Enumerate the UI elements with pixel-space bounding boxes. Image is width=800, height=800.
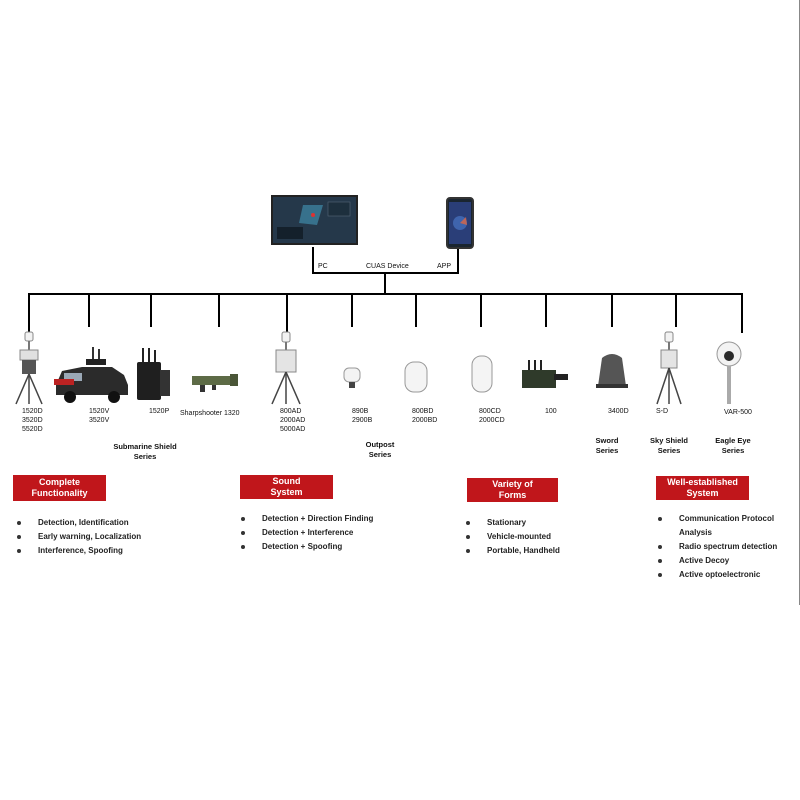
feature-item: Portable, Handheld <box>463 544 560 558</box>
handheld-jammer-device-icon <box>522 360 568 388</box>
tripod-antenna-device-icon <box>271 331 301 405</box>
feature-item: Active optoelectronic <box>655 568 777 582</box>
tripod-mast-device-icon <box>15 331 43 405</box>
pc-screen-icon <box>273 197 356 243</box>
feature-item: Communication Protocol <box>655 512 777 526</box>
feature-title-box: Well-established System <box>656 476 749 500</box>
feature-title-box: Variety of Forms <box>467 478 558 502</box>
portable-case-device-icon <box>137 348 170 400</box>
device-label: 890B 2900B <box>352 408 373 424</box>
dome-device-icon <box>404 361 428 393</box>
cuas-device-label: CUAS Device <box>366 263 409 270</box>
drop-line <box>415 293 417 327</box>
feature-item: Early warning, Localization <box>14 530 141 544</box>
tall-dome-device-icon <box>471 355 493 393</box>
drop-line <box>351 293 353 327</box>
feature-item: Detection + Interference <box>238 526 373 540</box>
device-label: 1520V 3520V <box>89 408 110 424</box>
series-name: Submarine Shield Series <box>113 442 177 461</box>
drop-line <box>675 293 677 327</box>
bus-line <box>28 293 743 295</box>
device-label: S-D <box>656 408 669 415</box>
app-label: APP <box>437 263 452 270</box>
drop-line <box>286 293 288 333</box>
device-label: 800CD 2000CD <box>479 408 505 424</box>
feature-list: Stationary Vehicle-mounted Portable, Han… <box>463 516 560 558</box>
pc-label: PC <box>318 263 328 270</box>
series-name: Outpost Series <box>365 440 395 459</box>
series-name: Eagle Eye Series <box>715 436 751 455</box>
feature-list: Communication Protocol Analysis Radio sp… <box>655 512 777 582</box>
feature-item: Analysis <box>679 528 712 537</box>
feature-item: Detection + Spoofing <box>238 540 373 554</box>
feature-item: Detection + Direction Finding <box>238 512 373 526</box>
small-dome-device-icon <box>343 367 361 388</box>
feature-item: Interference, Spoofing <box>14 544 141 558</box>
drop-line <box>741 293 743 333</box>
feature-item: Radio spectrum detection <box>655 540 777 554</box>
drop-line <box>150 293 152 327</box>
trunk-line <box>384 273 386 294</box>
device-label: VAR-500 <box>724 409 752 416</box>
pc-monitor-image <box>271 195 358 245</box>
device-label: 800BD 2000BD <box>412 408 438 424</box>
device-label: 100 <box>545 408 557 415</box>
feature-list: Detection, Identification Early warning,… <box>14 516 141 558</box>
drop-line <box>218 293 220 327</box>
app-connector-line <box>457 249 459 273</box>
eagle-eye-camera-icon <box>716 341 742 404</box>
sharpshooter-gun-icon <box>192 374 238 392</box>
feature-item: Detection, Identification <box>14 516 141 530</box>
device-label: 1520D 3520D 5520D <box>22 408 43 433</box>
phone-screen-icon <box>449 202 471 244</box>
sword-dome-device-icon <box>596 354 628 388</box>
feature-item: Stationary <box>463 516 560 530</box>
vehicle-mounted-device-icon <box>54 347 128 403</box>
series-name: Sword Series <box>595 436 619 455</box>
drop-line <box>545 293 547 327</box>
drop-line <box>28 293 30 333</box>
feature-item: Vehicle-mounted <box>463 530 560 544</box>
drop-line <box>480 293 482 327</box>
device-label: 800AD 2000AD 5000AD <box>280 408 306 433</box>
drop-line <box>88 293 90 327</box>
drop-line <box>611 293 613 327</box>
feature-title-box: Complete Functionality <box>13 475 106 501</box>
feature-title-box: Sound System <box>240 475 333 499</box>
pc-connector-line <box>312 247 314 273</box>
feature-item: Active Decoy <box>655 554 777 568</box>
phone-app-image <box>446 197 474 249</box>
device-label: Sharpshooter 1320 <box>180 410 240 417</box>
device-label: 3400D <box>608 408 629 415</box>
device-label: 1520P <box>149 408 170 415</box>
series-name: Sky Shield Series <box>650 436 688 455</box>
sky-shield-device-icon <box>656 331 682 405</box>
feature-list: Detection + Direction Finding Detection … <box>238 512 373 554</box>
